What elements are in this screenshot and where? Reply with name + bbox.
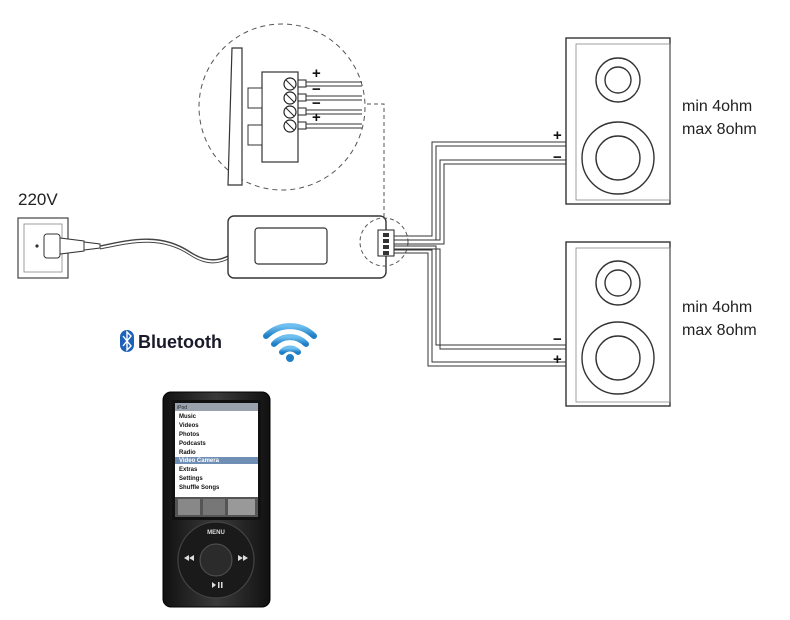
speaker-bottom-spec-min: min 4ohm xyxy=(682,299,752,316)
bluetooth-label: Bluetooth xyxy=(138,332,222,352)
menu-item-podcasts: Podcasts xyxy=(179,441,206,447)
speaker-top-spec-max: max 8ohm xyxy=(682,121,757,138)
terminal-label-4: + xyxy=(312,109,321,126)
menu-item-video-camera: Video Camera xyxy=(179,458,220,464)
player-menu: Music Videos Photos Podcasts Radio Video… xyxy=(179,414,220,491)
screw-terminals xyxy=(283,77,297,133)
speaker-top-minus: − xyxy=(553,149,562,166)
menu-item-music: Music xyxy=(179,414,197,420)
speaker-bottom xyxy=(565,241,671,407)
music-player: MENU xyxy=(162,391,271,608)
speaker-bottom-plus: + xyxy=(553,351,562,368)
menu-item-videos: Videos xyxy=(179,423,199,429)
amplifier-module xyxy=(227,215,387,279)
terminal-label-3: − xyxy=(312,95,321,112)
speaker-bottom-minus: − xyxy=(553,331,562,348)
power-plug xyxy=(43,233,101,259)
speaker-wires xyxy=(394,141,570,367)
speaker-bottom-spec-max: max 8ohm xyxy=(682,322,757,339)
menu-item-photos: Photos xyxy=(179,432,200,438)
menu-item-settings: Settings xyxy=(179,476,203,482)
center-button xyxy=(199,543,233,577)
menu-item-shuffle: Shuffle Songs xyxy=(179,485,220,491)
terminal-zoom xyxy=(198,23,366,191)
power-cable xyxy=(99,238,231,261)
speaker-top-spec-min: min 4ohm xyxy=(682,98,752,115)
terminal-label-1: + xyxy=(312,65,321,82)
wifi-icon xyxy=(263,323,317,362)
speaker-top-plus: + xyxy=(553,127,562,144)
speaker-top xyxy=(565,37,671,205)
menu-highlight xyxy=(175,457,258,464)
wheel-menu-label: MENU xyxy=(207,530,225,536)
bluetooth-icon xyxy=(120,330,134,352)
player-status: iPod xyxy=(177,405,187,411)
terminal-connector-small xyxy=(359,217,409,267)
voltage-label: 220V xyxy=(18,190,58,209)
menu-item-extras: Extras xyxy=(179,467,198,473)
terminal-label-2: − xyxy=(312,81,321,98)
menu-item-radio: Radio xyxy=(179,450,196,456)
